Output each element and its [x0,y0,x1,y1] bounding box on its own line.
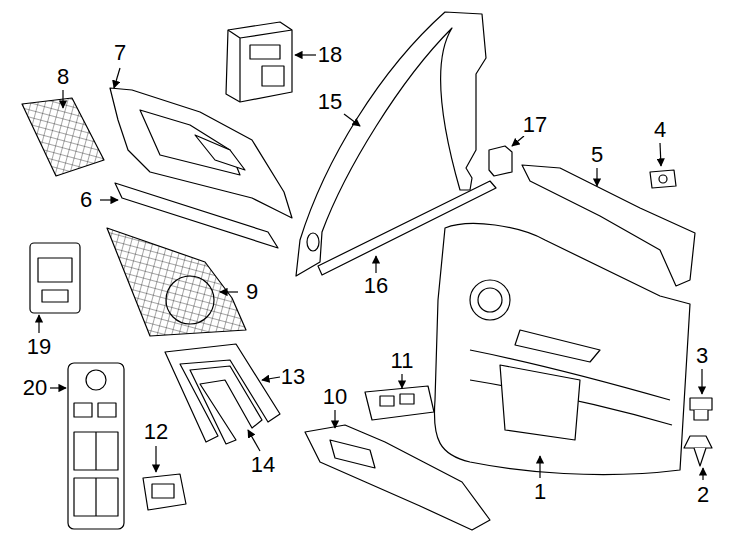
callout-number: 16 [363,275,389,297]
callout-number: 19 [26,336,52,358]
callout-number: 17 [522,114,548,136]
callout-number: 2 [696,484,710,506]
callout-number: 18 [317,44,343,66]
callout-number: 20 [22,377,48,399]
callout-number: 11 [390,350,415,372]
callout-number: 1 [533,481,547,503]
callout-number: 14 [250,454,276,476]
callout-number: 8 [56,66,70,88]
callout-number: 15 [317,91,343,113]
callout-number: 12 [143,421,169,443]
callout-number: 9 [245,281,259,303]
callout-number: 13 [280,366,306,388]
callout-number: 6 [79,189,93,211]
callout-number: 7 [113,42,127,64]
callout-number: 5 [590,144,604,166]
callout-number: 10 [322,386,348,408]
callout-number: 3 [695,345,709,367]
callout-number: 4 [653,119,667,141]
